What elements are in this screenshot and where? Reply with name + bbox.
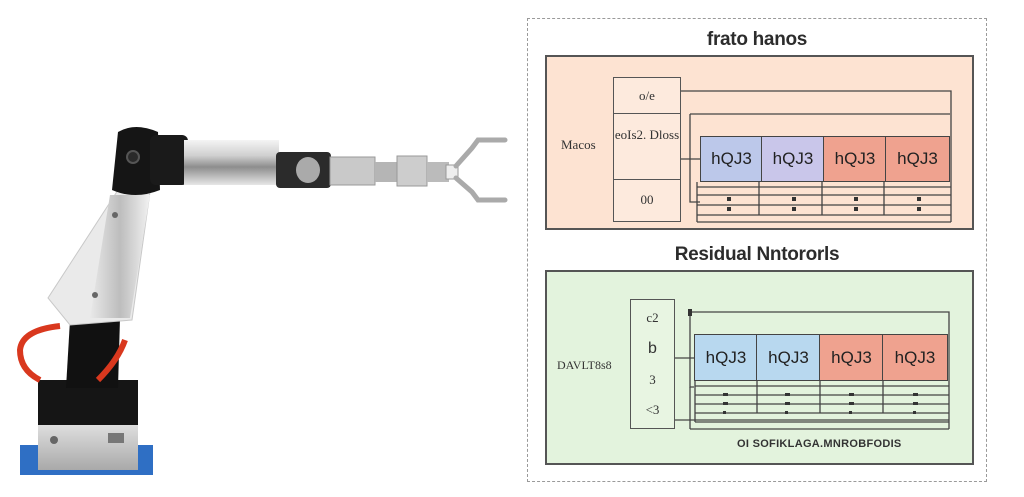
robot-arm-image	[16, 127, 508, 475]
base-screw-icon	[50, 436, 58, 444]
bottom-section-title: Residual Nntororls	[674, 244, 840, 265]
top-connection-lines	[681, 90, 952, 223]
wrist-segment	[329, 156, 376, 186]
gripper-core	[445, 164, 459, 180]
upper-arm	[90, 195, 150, 318]
bottom-block-3: hQJ3	[819, 334, 884, 381]
feedback-line	[681, 90, 952, 182]
bottom-block-2: hQJ3	[756, 334, 821, 381]
bottom-stack-cell: <3	[645, 402, 660, 417]
gripper-mount	[427, 162, 449, 182]
top-input-stack: o/e eoIs2. Dloss 00	[613, 77, 681, 222]
top-block-4: hQJ3	[885, 136, 950, 182]
top-block-3: hQJ3	[823, 136, 887, 182]
bottom-stack-cell: b	[648, 340, 657, 357]
top-side-label: Macos	[561, 137, 596, 152]
bottom-side-label: DAVLT8s8	[557, 358, 612, 372]
arm-screw-icon	[92, 292, 98, 298]
bottom-caption: OI SOFIKLAGA.MNROBFODIS	[737, 438, 902, 450]
bus-lines	[690, 385, 949, 430]
top-stack-cell: o/e	[614, 78, 680, 114]
wrist-knob	[296, 157, 320, 183]
top-block-1: hQJ3	[700, 136, 763, 182]
bus-taps	[723, 393, 918, 414]
top-stack-cell: 00	[640, 192, 654, 207]
feedback-line	[690, 311, 950, 381]
top-panel: Macos o/e eoIs2. Dloss 00 hQJ3 hQJ3 hQJ3…	[545, 55, 974, 230]
wrist-shaft	[375, 162, 397, 182]
bottom-stack-cell: c2	[646, 310, 659, 325]
bottom-stack-cell: 3	[649, 372, 656, 387]
feedback-line	[689, 312, 694, 388]
bottom-input-stack: c2 b 3 <3	[630, 299, 675, 429]
feedback-line	[689, 114, 700, 203]
base-housing	[38, 420, 138, 470]
robot-base	[20, 380, 153, 475]
gripper-icon	[453, 137, 508, 203]
top-stack-cell: eoIs2. Dloss	[614, 114, 680, 180]
lower-joint	[66, 318, 120, 388]
forearm	[184, 140, 279, 185]
top-section-title: frato hanos	[706, 29, 808, 50]
architecture-diagram: frato hanos Macos o/e eoIs2. Dloss 00 hQ…	[527, 18, 987, 482]
bus-connectors	[689, 381, 950, 429]
elbow-collar	[150, 135, 188, 185]
bus-connectors	[696, 182, 952, 222]
top-block-2: hQJ3	[761, 136, 825, 182]
tool-flange	[396, 155, 428, 187]
bus-lines	[697, 186, 951, 223]
red-cable-left	[16, 323, 61, 383]
bottom-panel: DAVLT8s8 c2 b 3 <3 hQJ3 hQJ3 hQJ3 hQJ3 O…	[545, 270, 974, 465]
red-cable-right	[95, 338, 128, 383]
bottom-block-4: hQJ3	[882, 334, 948, 381]
arm-screw-icon	[112, 212, 118, 218]
junction-dot	[688, 309, 692, 316]
base-port-icon	[108, 433, 124, 443]
bus-taps	[727, 197, 921, 211]
bottom-connection-lines	[675, 309, 950, 430]
elbow-pivot-icon	[126, 150, 140, 164]
